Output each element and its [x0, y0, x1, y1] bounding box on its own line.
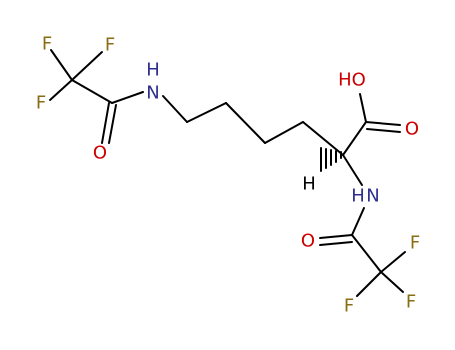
bond-C8-F4: [380, 251, 406, 273]
bond-Calpha-N2: [342, 154, 363, 186]
bond-C3-C4: [186, 102, 227, 123]
atom-F3: F: [36, 93, 46, 114]
atom-H-on-N-epsilon: H: [146, 60, 160, 81]
bond-C1-F3: [49, 79, 73, 101]
atom-F1: F: [42, 34, 52, 55]
bond-N2-C7: [351, 207, 365, 236]
bond-C1-F1: [50, 49, 73, 81]
atom-N-alpha: N: [366, 186, 379, 207]
bond-N1-C3: [162, 95, 188, 123]
bond-C4-C5: [225, 102, 266, 144]
bond-C7-O2-b: [319, 241, 353, 246]
bond-C2-N1: [111, 91, 144, 104]
atom-O-hydroxyl: HO: [338, 70, 366, 91]
bond-C8-F6: [380, 271, 404, 293]
bond-C6-Calpha: [302, 121, 344, 156]
bond-C8-F5: [356, 271, 382, 297]
atom-label-layer: F F F N H O HO O H N H O F F F: [36, 34, 420, 317]
bond-C2-O1-b: [108, 104, 117, 144]
bond-C1-F2: [71, 51, 103, 81]
atom-H-on-N-alpha: H: [351, 186, 365, 207]
atom-F2: F: [105, 35, 115, 56]
hashed-wedge-bond-H: [320, 147, 342, 172]
bond-Ccarboxyl-O-a: [365, 121, 401, 126]
atom-N-epsilon: N: [146, 83, 159, 104]
atom-O-carbonyl-1: O: [93, 143, 107, 164]
atom-F4: F: [410, 233, 420, 254]
atom-O-carboxyl: O: [405, 119, 419, 140]
atom-H-alpha: H: [302, 174, 316, 195]
bond-layer: [49, 49, 406, 297]
bond-C7-C8: [351, 234, 382, 273]
bond-Ccarboxyl-O-b: [366, 128, 401, 133]
bond-Ccarboxyl-OH: [359, 93, 367, 123]
atom-F6: F: [406, 292, 416, 313]
bond-C1-C2: [71, 79, 113, 104]
atom-F5: F: [344, 296, 354, 317]
bond-C7-O2-a: [319, 234, 353, 239]
bond-C2-O1-a: [101, 102, 110, 144]
atom-O-carbonyl-2: O: [301, 231, 315, 252]
bond-C5-C6: [264, 121, 304, 144]
bond-Calpha-Ccarboxyl: [342, 121, 367, 156]
